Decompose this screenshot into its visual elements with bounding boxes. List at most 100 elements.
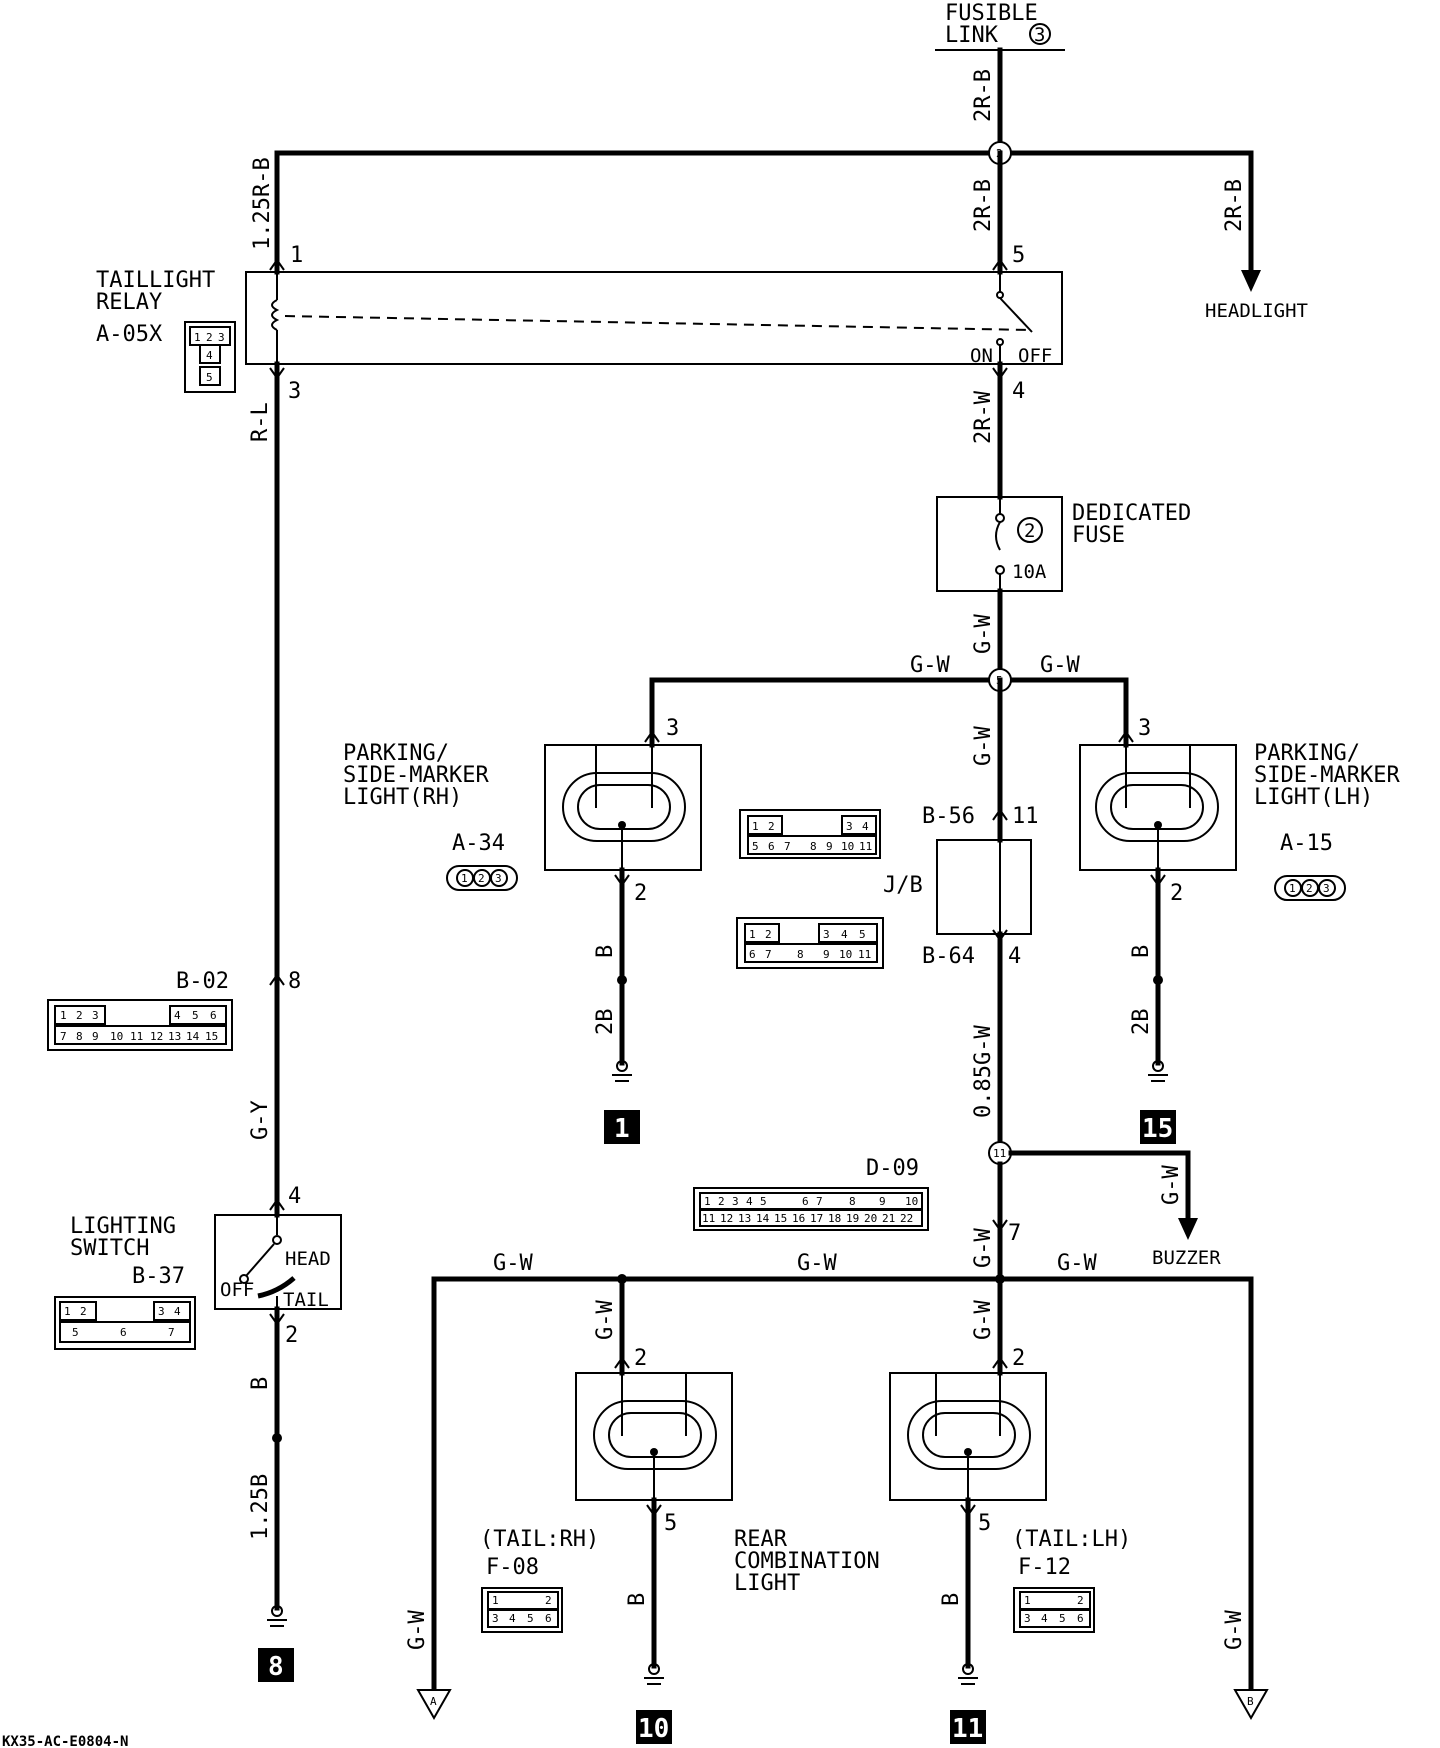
svg-text:DEDICATED: DEDICATED: [1072, 501, 1191, 526]
svg-text:2: 2: [76, 1009, 83, 1022]
svg-text:(TAIL:RH): (TAIL:RH): [480, 1527, 599, 1552]
svg-text:3: 3: [288, 379, 301, 404]
svg-text:2: 2: [1024, 520, 1035, 542]
flow-markers: [269, 258, 1166, 1517]
fusible-link: FUSIBLE LINK 3: [935, 1, 1065, 51]
svg-text:F-08: F-08: [486, 1555, 539, 1580]
relay-link: [284, 315, 1031, 331]
svg-text:2: 2: [1077, 1594, 1084, 1607]
svg-text:2: 2: [634, 881, 647, 906]
svg-text:2: 2: [545, 1594, 552, 1607]
svg-text:G-W: G-W: [971, 614, 996, 654]
jb-connector-2: 1 2 3 4 5 6 7 8 9 10 11: [736, 917, 884, 969]
svg-text:3: 3: [1024, 1612, 1031, 1625]
svg-text:5: 5: [192, 1009, 199, 1022]
svg-text:LINK: LINK: [945, 23, 999, 48]
svg-text:1: 1: [752, 820, 759, 833]
dedicated-fuse: 2 10A DEDICATED FUSE: [936, 496, 1191, 592]
ground-8: 8: [258, 1605, 294, 1682]
svg-text:19: 19: [846, 1212, 859, 1225]
svg-text:10: 10: [841, 840, 854, 853]
parking-rh-bulb-outer: [562, 772, 686, 842]
svg-text:8: 8: [288, 969, 301, 994]
svg-text:2: 2: [634, 1346, 647, 1371]
svg-text:2: 2: [80, 1305, 87, 1318]
svg-text:4: 4: [288, 1184, 301, 1209]
svg-text:LIGHTING: LIGHTING: [70, 1214, 176, 1239]
svg-text:12: 12: [150, 1030, 163, 1043]
taillight-relay: TAILLIGHT RELAY A-05X ON OFF 1 2 3 4 5: [96, 268, 1063, 393]
svg-text:7: 7: [784, 840, 791, 853]
svg-text:7: 7: [816, 1195, 823, 1208]
svg-text:4: 4: [746, 1195, 753, 1208]
footer-code: KX35-AC-E0804-N: [2, 1734, 128, 1748]
svg-text:5: 5: [1059, 1612, 1066, 1625]
svg-text:9: 9: [826, 840, 833, 853]
svg-text:G-W: G-W: [797, 1251, 837, 1276]
svg-text:B-37: B-37: [132, 1264, 185, 1289]
svg-text:F-12: F-12: [1018, 1555, 1071, 1580]
svg-text:TAIL: TAIL: [283, 1289, 329, 1311]
jb-box: [936, 839, 1032, 935]
svg-text:COMBINATION: COMBINATION: [734, 1549, 880, 1574]
svg-text:13: 13: [168, 1030, 181, 1043]
svg-text:B: B: [939, 1593, 964, 1606]
svg-text:2R-W: 2R-W: [971, 390, 996, 444]
svg-text:2: 2: [718, 1195, 725, 1208]
svg-text:R-L: R-L: [248, 402, 273, 442]
svg-text:3: 3: [158, 1305, 165, 1318]
svg-text:B: B: [1247, 1695, 1254, 1708]
rear-light-lh: [889, 1372, 1047, 1501]
svg-text:7: 7: [60, 1030, 67, 1043]
svg-text:3: 3: [492, 1612, 499, 1625]
svg-text:2R-B: 2R-B: [1222, 179, 1247, 232]
ground-15: 15: [1140, 1060, 1176, 1144]
svg-text:FUSIBLE: FUSIBLE: [945, 1, 1038, 26]
svg-text:2R-B: 2R-B: [971, 69, 996, 122]
svg-text:5: 5: [859, 928, 866, 941]
svg-text:B-64: B-64: [922, 944, 975, 969]
svg-text:PARKING/: PARKING/: [1254, 741, 1360, 766]
svg-text:11: 11: [858, 948, 871, 961]
svg-text:2B: 2B: [593, 1009, 618, 1036]
relay-coil: [271, 299, 280, 331]
svg-text:SIDE-MARKER: SIDE-MARKER: [1254, 763, 1400, 788]
svg-text:TAILLIGHT: TAILLIGHT: [96, 268, 215, 293]
svg-text:4: 4: [509, 1612, 516, 1625]
svg-text:4: 4: [862, 820, 869, 833]
svg-text:1: 1: [749, 928, 756, 941]
rear-light-rh: [575, 1372, 733, 1501]
svg-text:1: 1: [461, 872, 468, 885]
svg-text:3: 3: [218, 331, 225, 344]
svg-text:0.85G-W: 0.85G-W: [971, 1025, 996, 1118]
svg-text:B: B: [593, 945, 618, 958]
svg-text:18: 18: [828, 1212, 841, 1225]
svg-text:G-W: G-W: [1222, 1610, 1247, 1650]
svg-text:4: 4: [206, 349, 213, 362]
svg-text:2: 2: [1012, 1346, 1025, 1371]
svg-text:1: 1: [492, 1594, 499, 1607]
svg-text:17: 17: [810, 1212, 823, 1225]
svg-text:6: 6: [802, 1195, 809, 1208]
f12-connector: 1 2 3 4 5 6: [1013, 1587, 1095, 1633]
svg-text:10A: 10A: [1012, 561, 1047, 583]
svg-text:5: 5: [206, 371, 213, 384]
svg-text:7: 7: [765, 948, 772, 961]
svg-text:A: A: [430, 1695, 437, 1708]
svg-text:5: 5: [760, 1195, 767, 1208]
buzzer-label: BUZZER: [1152, 1247, 1221, 1269]
svg-text:15: 15: [1142, 1114, 1173, 1144]
svg-text:4: 4: [174, 1305, 181, 1318]
svg-text:G-Y: G-Y: [248, 1100, 273, 1140]
fusible-link-number-circle: [1029, 23, 1051, 45]
svg-text:2: 2: [206, 331, 213, 344]
svg-text:11: 11: [859, 840, 872, 853]
svg-text:8: 8: [268, 1652, 284, 1682]
svg-text:4: 4: [1012, 379, 1025, 404]
buzzer-arrow: [1178, 1218, 1198, 1240]
svg-text:(TAIL:LH): (TAIL:LH): [1012, 1527, 1131, 1552]
svg-text:2: 2: [768, 820, 775, 833]
output-a: A: [416, 1689, 452, 1721]
svg-text:11: 11: [952, 1714, 983, 1744]
svg-text:2: 2: [1306, 882, 1313, 895]
